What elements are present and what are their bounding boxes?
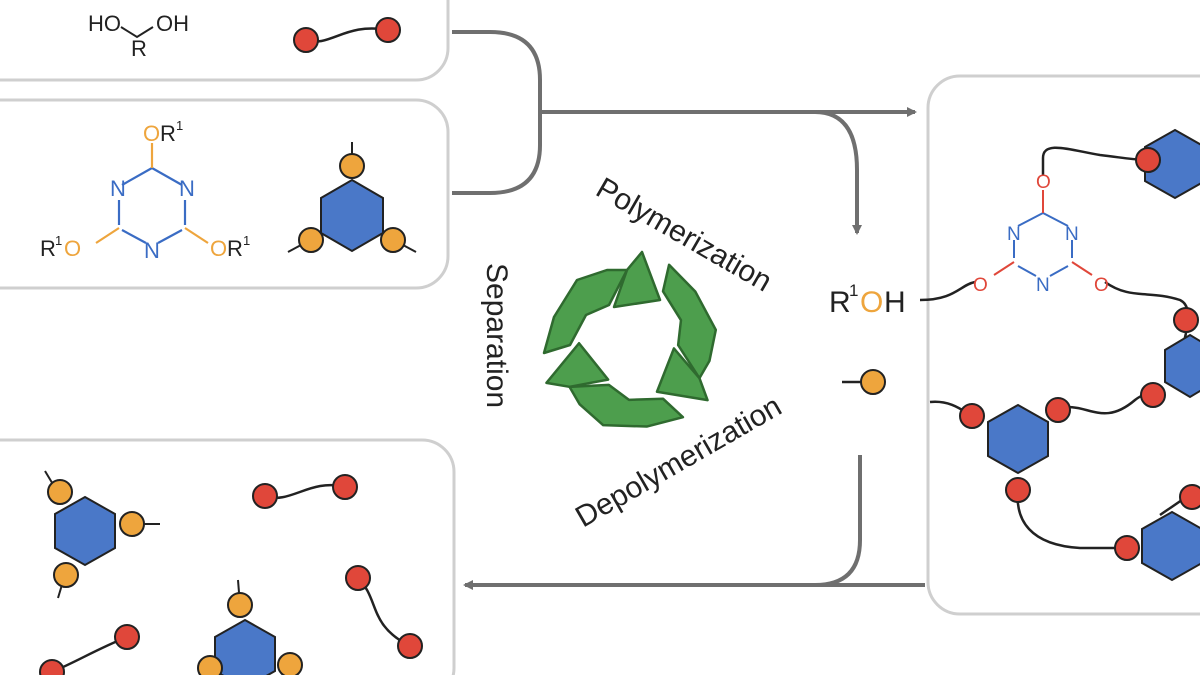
triazine-n-top-right: N [179,176,195,201]
red-node [293,27,319,53]
byproduct-sup: 1 [849,281,858,300]
orange-node [339,153,365,179]
network-n-bottom: N [1036,275,1050,296]
blue-hexagon [54,495,116,567]
polymer-network: O N N N O O [919,128,1200,582]
blue-hexagon [214,618,276,675]
orange-node [197,655,223,675]
triazine-cartoon [287,142,417,253]
orange-node [119,511,145,537]
diol-r-label: R [131,36,147,61]
orange-node [380,227,406,253]
red-node [1179,484,1200,510]
triazine-n-top-left: N [110,176,126,201]
triazine-sup-right: 1 [243,233,250,248]
red-node [252,483,278,509]
red-node [1140,382,1166,408]
network-n-top-right: N [1065,224,1079,245]
red-node [39,659,65,675]
red-node [114,624,140,650]
triazine-n-bottom: N [144,238,160,263]
merge-bracket [452,30,542,195]
diol-oh-label: OH [156,11,189,36]
triazine-sup-left: 1 [55,233,62,248]
network-o-top: O [1036,172,1051,193]
triazine-o-left: O [64,236,81,261]
orange-node [860,369,886,395]
recovered-monomers [39,470,423,675]
red-node [1114,535,1140,561]
triazine-r-right: R [227,236,243,261]
triazine-r-top: R [160,121,176,146]
orange-node [227,592,253,618]
blue-hexagon [987,403,1049,475]
triazine-o-top: O [143,121,160,146]
red-node [959,403,985,429]
triazine-structure: O R 1 N N N R 1 O O R 1 [40,118,250,263]
process-arrows [452,30,925,590]
blue-hexagon [1164,333,1200,399]
orange-node [53,562,79,588]
byproduct-o: O [860,286,883,319]
network-o-left: O [973,275,988,296]
red-node [1135,147,1161,173]
diol-cartoon [293,17,401,53]
triazine-o-right: O [210,236,227,261]
blue-hexagon [1144,128,1200,200]
blue-hexagon [320,178,384,253]
separation-label: Separation [480,263,513,408]
byproduct-r: R [829,286,851,319]
orange-node [298,227,324,253]
polymer-network-box [926,74,1200,616]
recycle-icon [542,250,718,428]
red-node [332,474,358,500]
byproduct-release-arrow [814,110,862,235]
red-node [1173,307,1199,333]
red-node [397,633,423,659]
byproduct-r1oh: R 1 O H [829,281,906,395]
red-node [375,17,401,43]
triazine-sup-top: 1 [176,118,183,133]
network-n-top-left: N [1007,224,1021,245]
orange-node [47,479,73,505]
triazine-r-left: R [40,236,56,261]
diol-monomer-box [0,0,450,82]
red-node [1045,397,1071,423]
byproduct-h: H [884,286,906,319]
diol-structure: HO R OH [88,11,189,61]
blue-hexagon [1141,510,1200,582]
orange-node [277,652,303,675]
red-node [345,565,371,591]
red-node [1005,477,1031,503]
byproduct-return-line [814,455,862,587]
diol-ho-label: HO [88,11,121,36]
network-o-right: O [1094,275,1109,296]
